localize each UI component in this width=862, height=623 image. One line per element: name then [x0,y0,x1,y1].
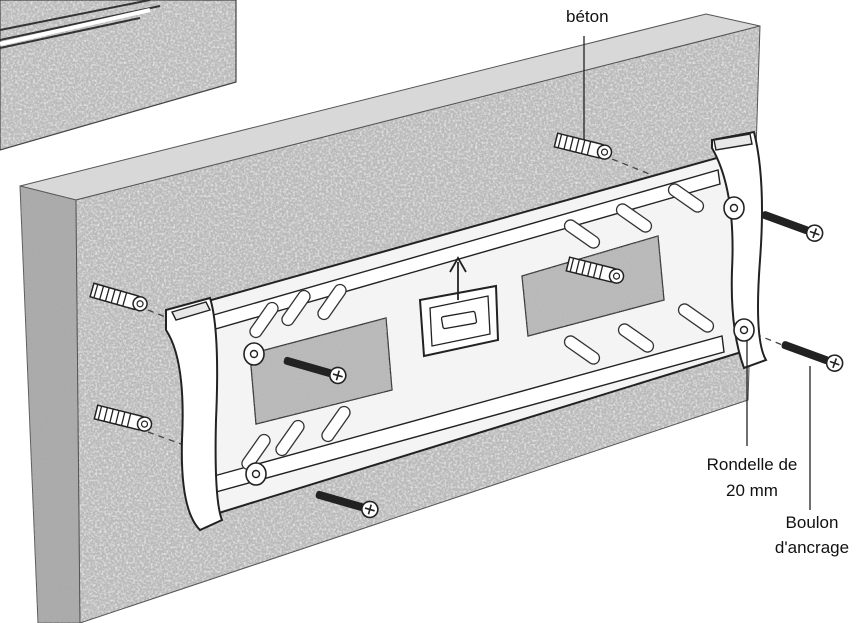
bubble-level-icon [418,284,500,358]
label-bolt-line1: Boulon [786,513,839,532]
label-concrete: béton [566,7,609,26]
label-bolt-line2: d'ancrage [775,538,849,557]
anchor-bolt-icon [758,205,826,245]
background-wall [0,0,237,151]
up-arrow-icon [449,256,467,300]
label-washer-line2: 20 mm [726,481,778,500]
wall-bracket [165,130,768,532]
callout-lines [583,36,811,510]
label-washer-line1: Rondelle de [707,455,798,474]
washer-icon [733,318,755,342]
anchor-bolt-icon [778,335,846,375]
washer-icon [243,342,265,366]
washer-icon [723,196,745,220]
washer-icon [245,462,267,486]
